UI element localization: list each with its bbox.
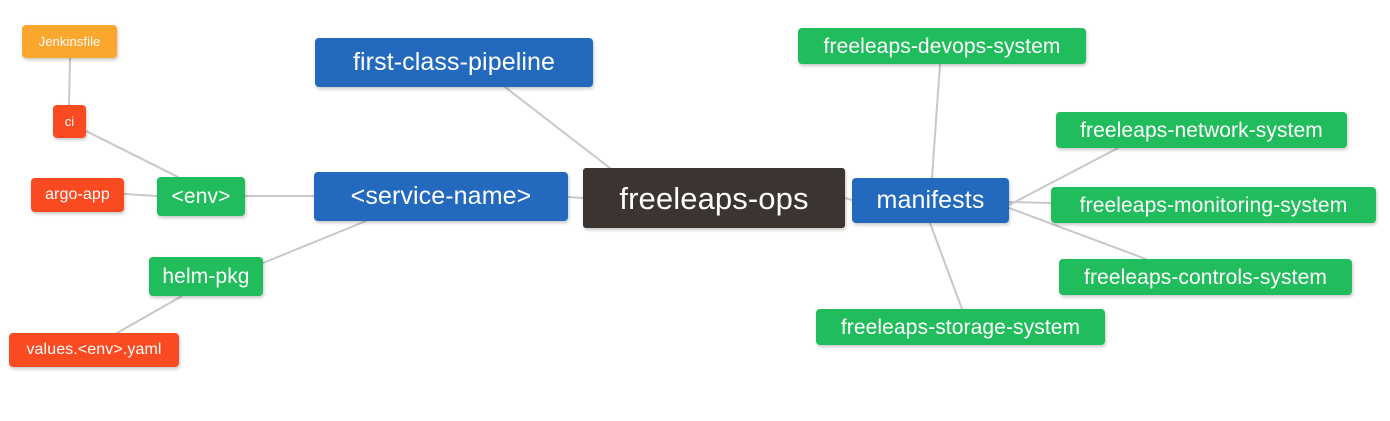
mindmap-node-storage-system[interactable]: freeleaps-storage-system	[816, 309, 1105, 345]
mindmap-node-controls-system[interactable]: freeleaps-controls-system	[1059, 259, 1352, 295]
mindmap-node-manifests[interactable]: manifests	[852, 178, 1009, 223]
mindmap-edge	[1008, 201, 1052, 204]
mindmap-edge	[116, 295, 183, 334]
mindmap-node-monitoring-system[interactable]: freeleaps-monitoring-system	[1051, 187, 1376, 223]
mindmap-edge	[929, 222, 963, 310]
mindmap-node-values-yaml[interactable]: values.<env>.yaml	[9, 333, 179, 367]
mindmap-edge	[567, 196, 584, 199]
mindmap-edge	[85, 130, 179, 178]
mindmap-node-first-class-pipeline[interactable]: first-class-pipeline	[315, 38, 593, 87]
mindmap-node-jenkinsfile[interactable]: Jenkinsfile	[22, 25, 117, 58]
mindmap-node-helm-pkg[interactable]: helm-pkg	[149, 257, 263, 296]
mindmap-edge	[262, 220, 367, 264]
mindmap-node-ci[interactable]: ci	[53, 105, 86, 138]
mindmap-node-network-system[interactable]: freeleaps-network-system	[1056, 112, 1347, 148]
mindmap-node-argo-app[interactable]: argo-app	[31, 178, 124, 212]
mindmap-node-env[interactable]: <env>	[157, 177, 245, 216]
mindmap-edge	[844, 197, 853, 201]
mindmap-node-freeleaps-ops[interactable]: freeleaps-ops	[583, 168, 845, 228]
mindmap-node-devops-system[interactable]: freeleaps-devops-system	[798, 28, 1086, 64]
mindmap-edge	[68, 57, 71, 106]
mindmap-edge	[931, 63, 941, 179]
mindmap-node-service-name[interactable]: <service-name>	[314, 172, 568, 221]
mindmap-edge	[504, 86, 616, 173]
mindmap-edge	[123, 193, 158, 197]
